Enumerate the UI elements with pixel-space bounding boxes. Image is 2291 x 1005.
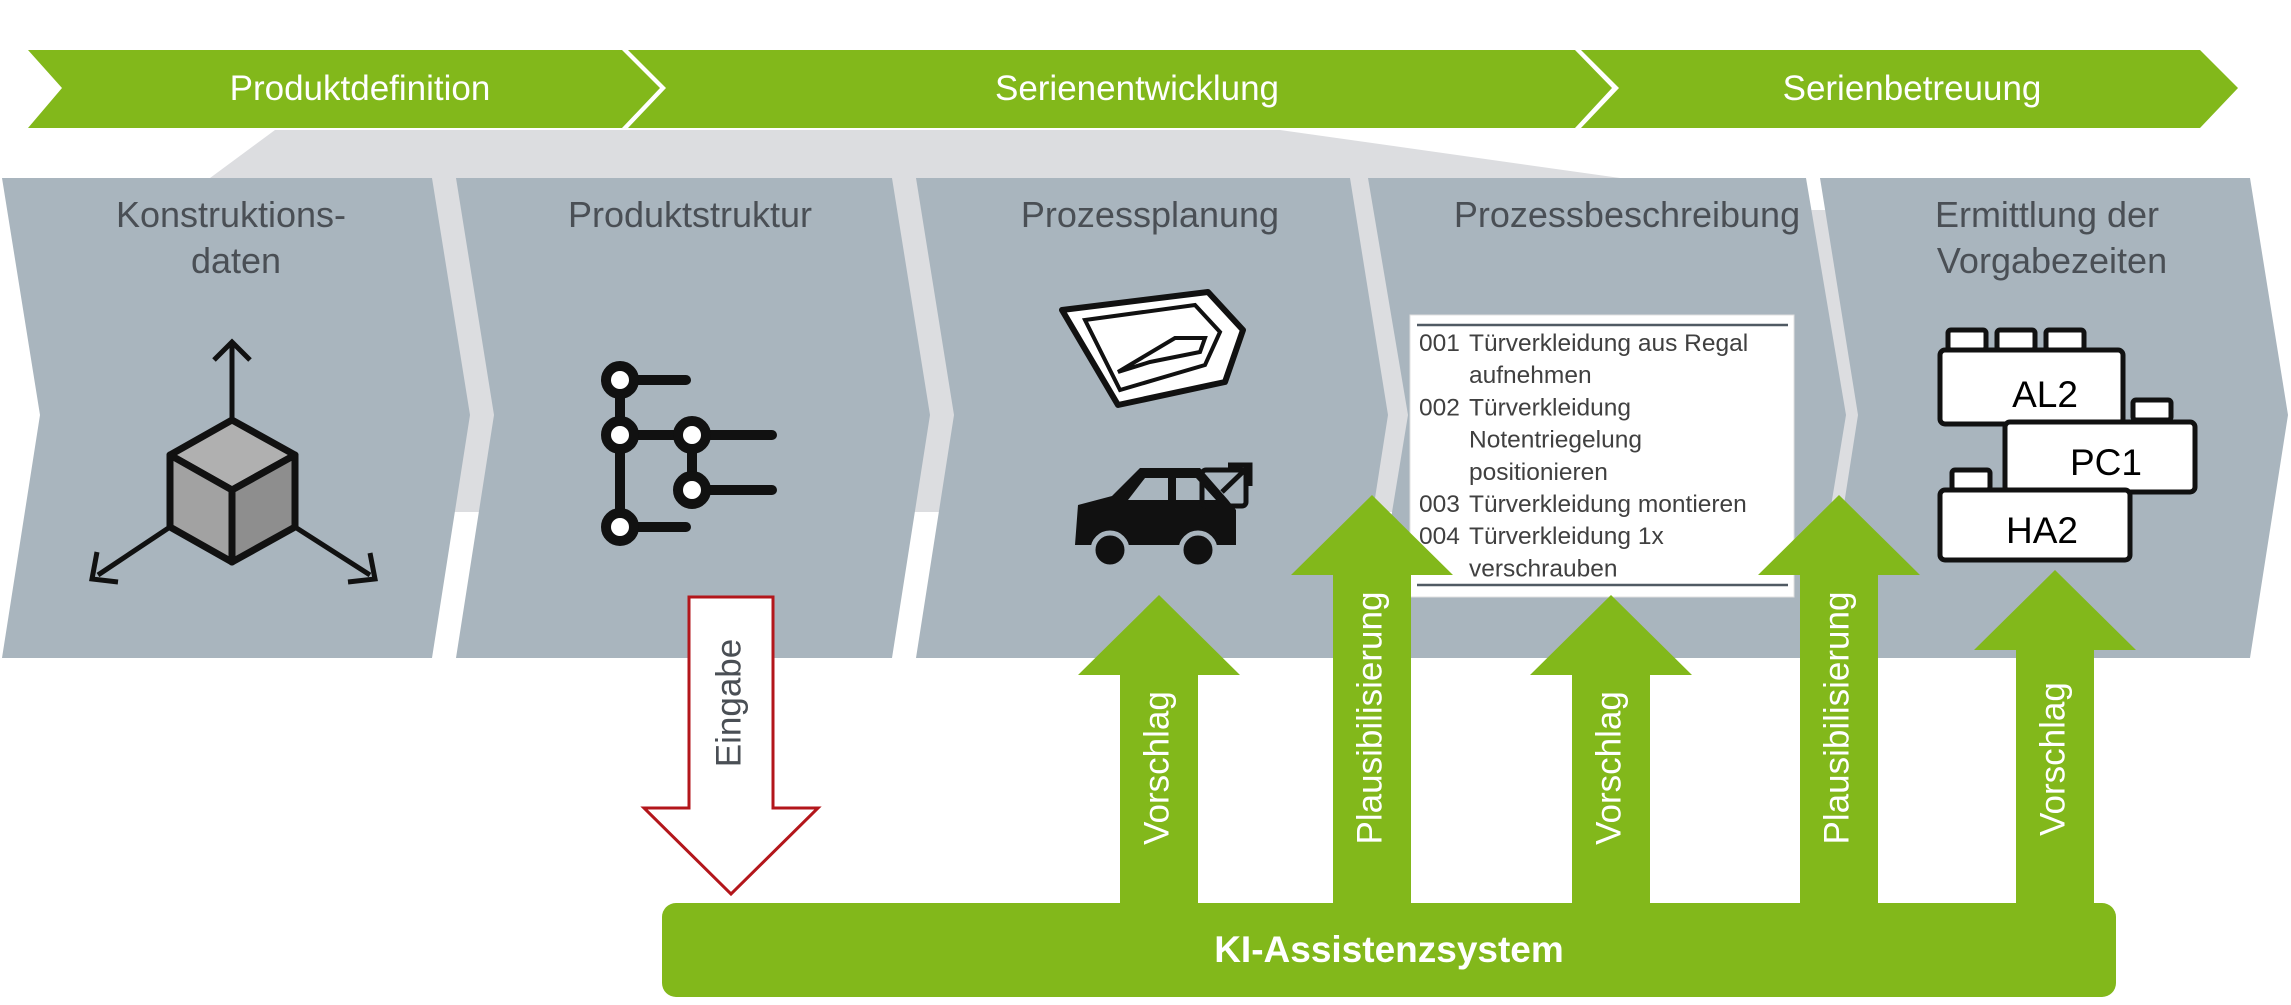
operation-number: 001 bbox=[1419, 330, 1460, 357]
step-title-prozessbeschreibung: Prozessbeschreibung bbox=[1454, 194, 1800, 235]
arrow-plausibilisierung-2 bbox=[1758, 495, 1920, 910]
ki-assistenzsystem-bar bbox=[662, 903, 2116, 997]
door-panel-icon bbox=[1059, 289, 1246, 408]
phase-serienbetreuung bbox=[1581, 50, 2238, 128]
arrow-label-vorschlag-1: Vorschlag bbox=[1137, 691, 1176, 845]
step-title-vorgabezeiten: Ermittlung der Vorgabezeiten bbox=[1935, 194, 2169, 281]
step-titles: Konstruktions- daten Produktstruktur Pro… bbox=[116, 194, 2169, 281]
phase-serienentwicklung bbox=[628, 50, 1612, 128]
phase-label-serienbetreuung: Serienbetreuung bbox=[1783, 69, 2042, 108]
arrow-plausibilisierung-1 bbox=[1291, 495, 1453, 910]
arrow-vorschlag-3 bbox=[1974, 570, 2136, 910]
arrow-label-plausibilisierung-1: Plausibilisierung bbox=[1350, 592, 1389, 845]
operation-number: 002 bbox=[1419, 394, 1460, 421]
time-blocks-icon: AL2 PC1 HA2 bbox=[1937, 327, 2198, 563]
car-icon bbox=[1075, 468, 1236, 570]
time-block-ha2: HA2 bbox=[2006, 510, 2078, 551]
arrow-vorschlag-2 bbox=[1530, 595, 1692, 910]
time-block-pc1: PC1 bbox=[2070, 442, 2142, 483]
operation-text: Türverkleidung aus Regal bbox=[1469, 330, 1748, 357]
operation-text: aufnehmen bbox=[1469, 362, 1592, 389]
external-link-icon bbox=[1199, 462, 1253, 509]
phase-produktdefinition bbox=[28, 50, 660, 128]
step-panel-prozessplanung bbox=[916, 178, 1388, 658]
operation-text: Türverkleidung bbox=[1469, 394, 1631, 421]
phase-label-serienentwicklung: Serienentwicklung bbox=[995, 69, 1279, 108]
step-title-konstruktionsdaten: Konstruktions- daten bbox=[116, 194, 356, 281]
arrow-label-eingabe: Eingabe bbox=[709, 639, 748, 767]
ki-assistenzsystem-label: KI-Assistenzsystem bbox=[1214, 929, 1564, 970]
operation-text: Türverkleidung 1x bbox=[1469, 523, 1664, 550]
arrow-eingabe bbox=[640, 595, 822, 897]
operation-text: verschrauben bbox=[1469, 555, 1617, 582]
arrow-label-plausibilisierung-2: Plausibilisierung bbox=[1817, 592, 1856, 845]
phase-label-produktdefinition: Produktdefinition bbox=[230, 69, 491, 108]
step-panel-konstruktionsdaten bbox=[2, 178, 470, 658]
arrow-label-vorschlag-2: Vorschlag bbox=[1589, 691, 1628, 845]
arrow-label-vorschlag-3: Vorschlag bbox=[2033, 682, 2072, 836]
operation-number: 004 bbox=[1419, 523, 1460, 550]
arrow-vorschlag-1 bbox=[1078, 595, 1240, 910]
tree-structure-icon bbox=[601, 361, 777, 546]
operation-text: positionieren bbox=[1469, 459, 1608, 486]
step-title-prozessplanung: Prozessplanung bbox=[1021, 194, 1279, 235]
phase-bar: Produktdefinition Serienentwicklung Seri… bbox=[28, 50, 2238, 128]
step-title-produktstruktur: Produktstruktur bbox=[568, 194, 812, 235]
3d-axes-cube-icon bbox=[89, 338, 378, 585]
time-block-al2: AL2 bbox=[2012, 374, 2078, 415]
operation-text: Notentriegelung bbox=[1469, 427, 1642, 454]
green-arrows bbox=[1078, 495, 2136, 910]
operation-text: Türverkleidung montieren bbox=[1469, 491, 1747, 518]
operation-number: 003 bbox=[1419, 491, 1460, 518]
